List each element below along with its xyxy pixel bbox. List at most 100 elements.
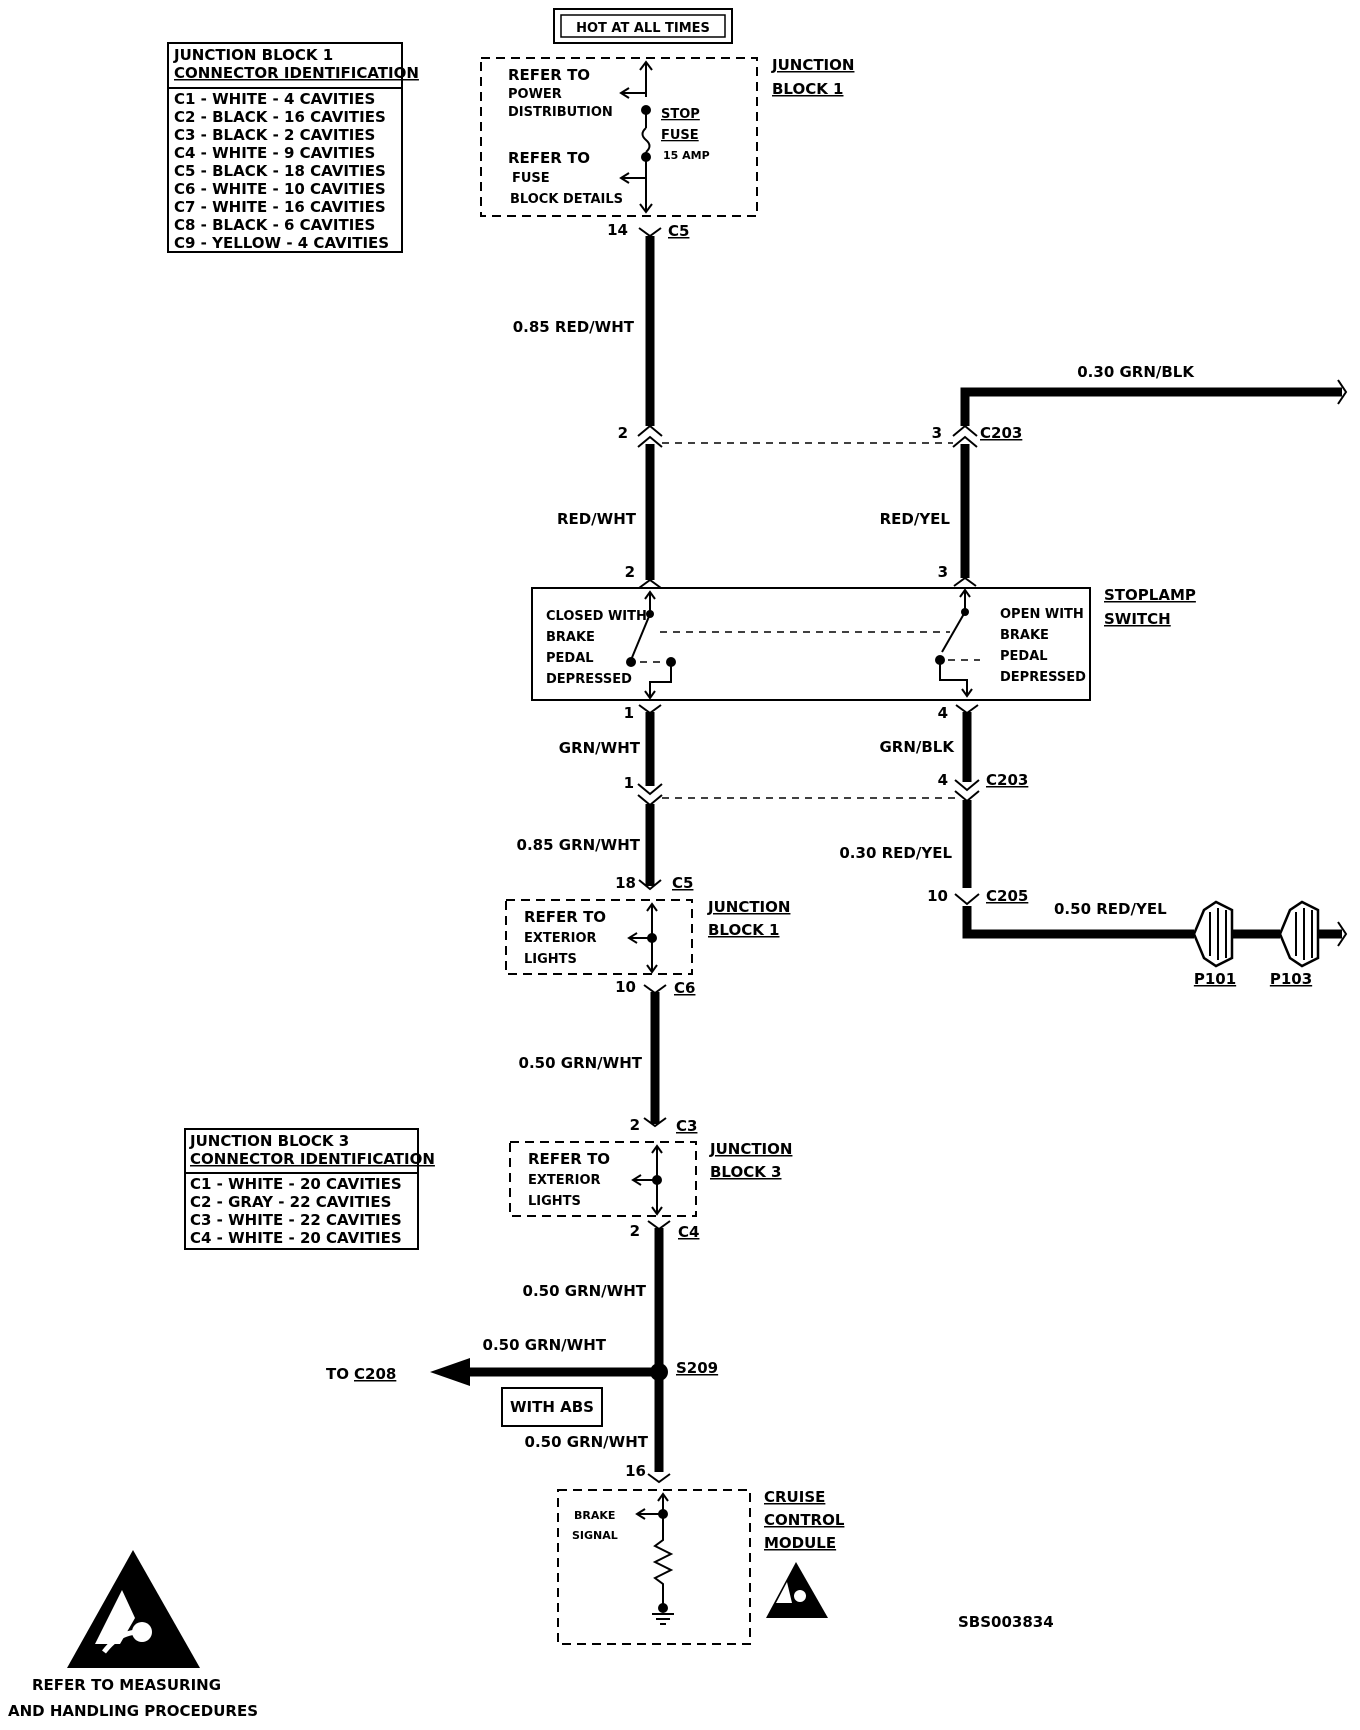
- lights-text: LIGHTS: [528, 1194, 581, 1209]
- jb1-id-row: C7 - WHITE - 16 CAVITIES: [174, 198, 386, 216]
- connector-name: C203: [980, 424, 1022, 442]
- ccm-name-3: MODULE: [764, 1534, 836, 1552]
- jb1-refer-1: REFER TO: [508, 66, 590, 84]
- switch-right-text: PEDAL: [1000, 649, 1048, 664]
- switch-right-text: DEPRESSED: [1000, 670, 1086, 685]
- jb1-id-row: C3 - BLACK - 2 CAVITIES: [174, 126, 375, 144]
- jb3-id-row: C2 - GRAY - 22 CAVITIES: [190, 1193, 391, 1211]
- wire-label: 0.50 GRN/WHT: [519, 1054, 643, 1072]
- exterior-text: EXTERIOR: [524, 931, 597, 946]
- connector-name: C5: [672, 874, 693, 892]
- connector-c203-top: 2 3 C203: [618, 424, 1022, 444]
- arrow-left-icon: [631, 1174, 642, 1186]
- junction-block-1-exterior-lights: 18 C5 REFER TO EXTERIOR LIGHTS JUNCTION …: [505, 874, 790, 997]
- jb1-mid-name-1: JUNCTION: [707, 898, 790, 916]
- pin-number: 2: [630, 1222, 640, 1240]
- switch-left-text: PEDAL: [546, 651, 594, 666]
- connector-name: C6: [674, 979, 695, 997]
- jb1-id-row: C8 - BLACK - 6 CAVITIES: [174, 216, 375, 234]
- jb1-top-name-1: JUNCTION: [771, 56, 854, 74]
- to-text: TO: [326, 1365, 349, 1383]
- jb1-id-row: C2 - BLACK - 16 CAVITIES: [174, 108, 386, 126]
- connector-name: C3: [676, 1117, 697, 1135]
- jb3-name-2: BLOCK 3: [710, 1163, 782, 1181]
- esd-warning-small-icon: [766, 1562, 828, 1618]
- cruise-control-module: 16 BRAKE SIGNAL CRUISE CONTROL MODULE: [557, 1462, 845, 1645]
- stop-label: STOP: [661, 107, 700, 122]
- wire-label: 0.50 GRN/WHT: [523, 1282, 647, 1300]
- pin-number: 4: [938, 704, 948, 722]
- jb1-id-row: C4 - WHITE - 9 CAVITIES: [174, 144, 375, 162]
- wire-label: 0.30 GRN/BLK: [1077, 363, 1195, 381]
- connector-c203-bottom: 1 4 C203: [624, 771, 1028, 799]
- switch-left-text: CLOSED WITH: [546, 609, 647, 624]
- pin-number: 2: [625, 563, 635, 581]
- junction-block-1-fuse: REFER TO POWER DISTRIBUTION REFER TO FUS…: [480, 56, 854, 240]
- jb1-fuse-text: FUSE: [512, 171, 550, 186]
- switch-right-text: BRAKE: [1000, 628, 1049, 643]
- fuse-element-icon: [641, 127, 651, 153]
- connector-name: C203: [986, 771, 1028, 789]
- pin-number: 3: [932, 424, 942, 442]
- switch-left-text: DEPRESSED: [546, 672, 632, 687]
- connector-p101: P101: [1192, 900, 1236, 988]
- splice-name: S209: [676, 1359, 718, 1377]
- jb1-id-row: C1 - WHITE - 4 CAVITIES: [174, 90, 375, 108]
- jb1-block-details: BLOCK DETAILS: [510, 192, 623, 207]
- jb3-id-title-1: JUNCTION BLOCK 3: [189, 1132, 349, 1150]
- exterior-text: EXTERIOR: [528, 1173, 601, 1188]
- jb3-id-row: C1 - WHITE - 20 CAVITIES: [190, 1175, 402, 1193]
- switch-left-text: BRAKE: [546, 630, 595, 645]
- switch-right-text: OPEN WITH: [1000, 607, 1084, 622]
- wire-label: 0.50 RED/YEL: [1054, 900, 1167, 918]
- jb3-id-row: C3 - WHITE - 22 CAVITIES: [190, 1211, 402, 1229]
- esd-warning-large-icon: [67, 1550, 200, 1668]
- switch-contact-left: [630, 613, 651, 661]
- jb1-power: POWER: [508, 87, 562, 102]
- connector-c205: 10 C205: [927, 887, 1028, 905]
- connector-name: C4: [678, 1223, 699, 1241]
- arrow-left-icon: [627, 932, 638, 944]
- pin-number: 10: [615, 978, 636, 996]
- wire-label: GRN/WHT: [559, 739, 641, 757]
- arrow-left-icon: [619, 87, 630, 99]
- jb3-id-row: C4 - WHITE - 20 CAVITIES: [190, 1229, 402, 1247]
- hot-at-all-times-label: HOT AT ALL TIMES: [553, 8, 733, 44]
- refer-to-text: REFER TO: [528, 1150, 610, 1168]
- jb3-connector-id-table: JUNCTION BLOCK 3 CONNECTOR IDENTIFICATIO…: [184, 1128, 435, 1250]
- wire-label: RED/WHT: [557, 510, 637, 528]
- jb1-id-row: C9 - YELLOW - 4 CAVITIES: [174, 234, 389, 252]
- wire-label: 0.50 GRN/WHT: [525, 1433, 649, 1451]
- diagram-code: SBS003834: [958, 1613, 1054, 1631]
- fuse-label: FUSE: [661, 128, 699, 143]
- wire-label: 0.30 RED/YEL: [839, 844, 952, 862]
- fuse-amp-label: 15 AMP: [663, 149, 710, 162]
- arrow-left-icon: [635, 1508, 646, 1520]
- wire-continuation-marks: [1337, 379, 1348, 947]
- pin-number: 18: [615, 874, 636, 892]
- arrow-left-icon: [619, 172, 630, 184]
- wire-label: 0.85 RED/WHT: [513, 318, 635, 336]
- jb1-id-row: C5 - BLACK - 18 CAVITIES: [174, 162, 386, 180]
- jb1-distribution: DISTRIBUTION: [508, 105, 613, 120]
- jb1-connector-id-table: JUNCTION BLOCK 1 CONNECTOR IDENTIFICATIO…: [167, 42, 419, 253]
- jb1-refer-2: REFER TO: [508, 149, 590, 167]
- jb1-id-title-2: CONNECTOR IDENTIFICATION: [174, 64, 419, 82]
- jb1-top-name-2: BLOCK 1: [772, 80, 844, 98]
- stoplamp-switch-name-1: STOPLAMP: [1104, 586, 1196, 604]
- pin-number: 3: [938, 563, 948, 581]
- jb1-top-pin: 14: [607, 221, 628, 239]
- ccm-name-1: CRUISE: [764, 1488, 825, 1506]
- splice-s209: 0.50 GRN/WHT S209 TO C208 WITH ABS: [326, 1336, 718, 1427]
- switch-contact-right: [941, 611, 966, 653]
- wire-label: RED/YEL: [880, 510, 951, 528]
- hot-label-text: HOT AT ALL TIMES: [576, 21, 710, 36]
- stoplamp-switch-name-2: SWITCH: [1104, 610, 1171, 628]
- lights-text: LIGHTS: [524, 952, 577, 967]
- pin-number: 2: [630, 1116, 640, 1134]
- pin-number: 2: [618, 424, 628, 442]
- connector-symbols: [637, 227, 980, 1484]
- wires: [430, 236, 1342, 1472]
- jb3-name-1: JUNCTION: [709, 1140, 792, 1158]
